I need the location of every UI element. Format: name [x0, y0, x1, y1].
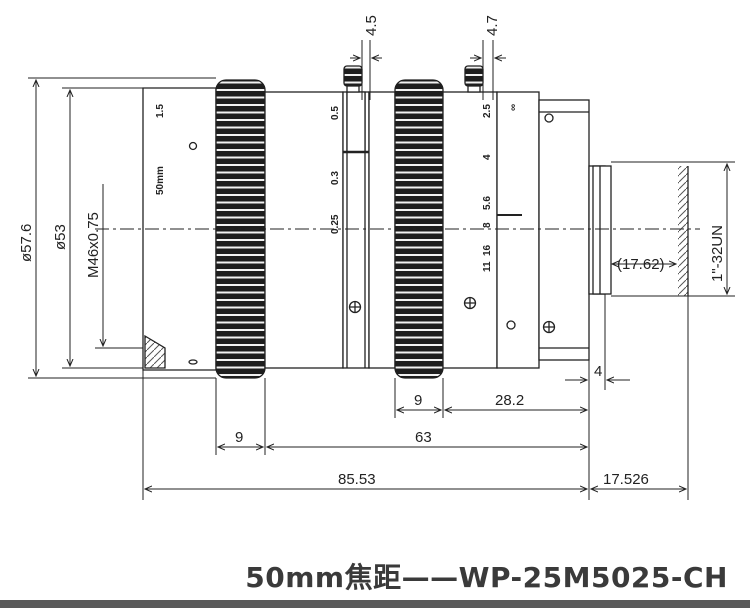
sensor-plane — [678, 166, 688, 296]
flange-inside-label: (17.62) — [617, 256, 665, 273]
outer-diameter-label: ø57.6 — [18, 224, 35, 262]
focus-mark-2: 4 — [482, 154, 493, 160]
flange-distance-label: 17.526 — [603, 471, 649, 488]
rear-flange — [538, 99, 590, 361]
middle-barrel — [264, 91, 344, 369]
protrusion-label: 4 — [594, 363, 602, 380]
diagram-caption: 50mm焦距——WP-25M5025-CH — [245, 561, 728, 594]
iris-mark-2: 0.5 — [330, 106, 341, 120]
focus-mark-3: 5.6 — [482, 196, 493, 210]
locking-screw-right — [464, 65, 484, 87]
body-length-label: 63 — [415, 429, 432, 446]
locking-screw-left — [343, 65, 363, 87]
screw-offset-right-label: 4.7 — [484, 15, 501, 36]
iris-mark-4: 0.25 — [330, 214, 341, 234]
focus-mark-6: 11 — [482, 261, 493, 272]
footer-bar — [0, 600, 750, 608]
iris-mark-3: 0.3 — [330, 171, 341, 185]
focus-ring-width-label: 9 — [235, 429, 243, 446]
rear-length-label: 28.2 — [495, 392, 524, 409]
total-length-label: 85.53 — [338, 471, 376, 488]
focal-label: 50mm — [155, 166, 166, 195]
iris-ring-width-label: 9 — [414, 392, 422, 409]
focus-mark-4: 8 — [482, 222, 493, 228]
screw-offset-left-label: 4.5 — [363, 15, 380, 36]
mount-thread-label: 1"-32UN — [709, 225, 726, 282]
focus-mark-1: 2.5 — [482, 104, 493, 118]
infinity-mark: ∞ — [508, 104, 519, 111]
body-diameter-label: ø53 — [52, 224, 69, 250]
focus-mark-5: 16 — [482, 244, 493, 256]
iris-mark-1: 1.5 — [155, 104, 166, 118]
rear-barrel — [442, 91, 498, 369]
filter-thread-label: M46x0.75 — [85, 212, 102, 278]
